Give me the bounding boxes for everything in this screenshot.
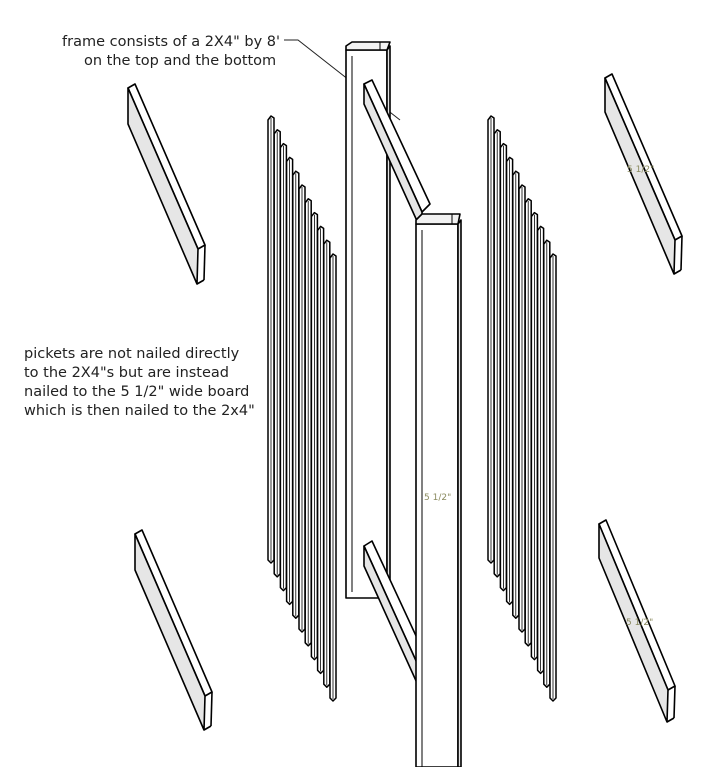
frame-note-line-2: on the top and the bottom: [84, 53, 276, 69]
picket: [549, 253, 557, 702]
picket: [279, 142, 288, 592]
picket: [304, 198, 312, 647]
pickets-note-line-4: which is then nailed to the 2x4": [24, 403, 255, 419]
right-bottom-board: 5 1/2": [598, 519, 676, 723]
right-picket-panel: [487, 115, 557, 702]
picket: [536, 225, 545, 675]
picket: [512, 170, 520, 619]
back-post: [345, 41, 391, 599]
frame-note-line-1: frame consists of a 2X4" by 8': [62, 34, 280, 50]
pickets-note-line-3: nailed to the 5 1/2" wide board: [24, 384, 249, 400]
picket: [493, 129, 501, 578]
picket: [499, 142, 508, 592]
picket: [273, 129, 281, 578]
picket: [292, 170, 300, 619]
picket: [530, 211, 539, 661]
post-width-label: 5 1/2": [424, 493, 451, 503]
picket: [524, 198, 532, 647]
picket: [487, 115, 495, 564]
left-top-board: [127, 83, 206, 285]
picket: [316, 225, 325, 675]
frame-annotation: frame consists of a 2X4" by 8' on the to…: [62, 34, 401, 121]
picket: [285, 156, 294, 606]
picket: [543, 239, 551, 688]
picket: [267, 115, 275, 564]
picket: [323, 239, 331, 688]
pickets-note-line-2: to the 2X4"s but are instead: [24, 365, 229, 381]
pickets-annotation: pickets are not nailed directly to the 2…: [24, 346, 255, 419]
picket: [505, 156, 514, 606]
right-top-board: 5 1/2": [604, 73, 683, 275]
left-bottom-board: [134, 529, 213, 731]
picket: [329, 253, 337, 702]
picket: [298, 184, 306, 633]
right-top-board-label: 5 1/2": [627, 165, 654, 175]
pickets-note-line-1: pickets are not nailed directly: [24, 346, 240, 362]
picket: [518, 184, 526, 633]
picket: [310, 211, 319, 661]
left-picket-panel: [267, 115, 337, 702]
front-post: 5 1/2": [415, 213, 462, 768]
right-bottom-board-label: 5 1/2": [626, 618, 653, 628]
